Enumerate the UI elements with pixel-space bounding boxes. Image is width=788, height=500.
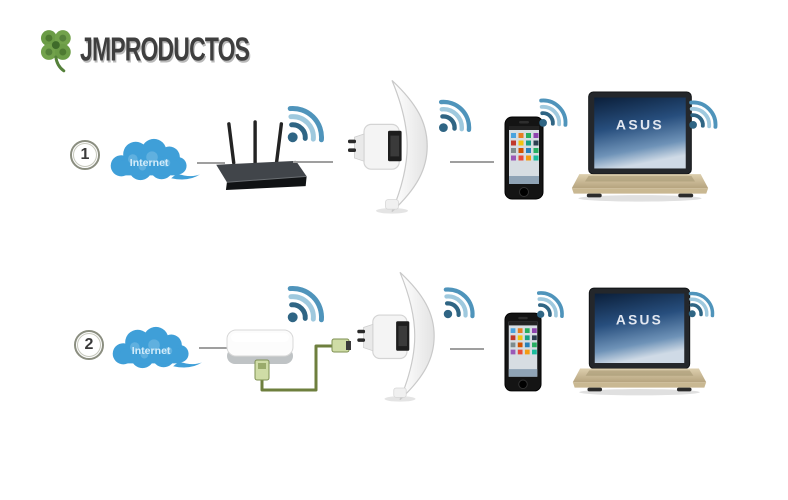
laptop-keyboard (585, 370, 694, 376)
wifi-icon (539, 98, 568, 127)
wifi-icon (688, 291, 715, 318)
wifi-icon (287, 106, 324, 143)
laptop-brand-logo: ASUS (616, 116, 664, 132)
phone-app-grid (510, 328, 537, 355)
laptop: ASUS (571, 91, 709, 202)
link-router-repeater (293, 161, 333, 163)
repeater-crescent (399, 271, 435, 401)
plug-pin (357, 329, 366, 334)
wifi-icon (689, 100, 718, 129)
wifi-repeater (357, 271, 435, 402)
phone-app-grid (511, 133, 539, 161)
step-number-1-label: 1 (73, 143, 97, 167)
modem (226, 329, 294, 364)
cloud-label-2: Internet (132, 345, 171, 357)
step-number-2: 2 (74, 330, 104, 360)
laptop-brand-logo: ASUS (616, 313, 663, 328)
step-number-2-label: 2 (77, 333, 101, 357)
laptop: ASUS (572, 287, 707, 396)
plug-pin (348, 139, 356, 144)
clover-icon (40, 30, 71, 73)
brand-logo: JMPRODUCTOS (36, 24, 286, 76)
wifi-icon (438, 99, 472, 133)
smartphone (504, 116, 544, 200)
home-button (519, 187, 529, 197)
link-cloud-modem (199, 347, 227, 349)
plug-pin (348, 148, 356, 152)
router-antenna (274, 122, 284, 165)
link-repeater-phone (450, 161, 494, 163)
repeater-crescent (391, 79, 428, 213)
wifi-icon (536, 291, 564, 319)
internet-cloud-2: Internet (112, 326, 202, 369)
wireless-router (216, 120, 307, 190)
wifi-repeater (348, 79, 428, 214)
wifi-icon (287, 286, 324, 323)
cloud-label-1: Internet (130, 157, 169, 169)
home-button (518, 379, 528, 390)
internet-cloud-1: Internet (110, 138, 200, 181)
link-repeater-phone-2 (450, 348, 484, 350)
link-cloud-router (197, 162, 225, 164)
ethernet-cable (254, 338, 351, 392)
brand-name: JMPRODUCTOS (79, 31, 250, 68)
laptop-keyboard (584, 175, 696, 182)
step-number-1: 1 (70, 140, 100, 170)
smartphone (504, 312, 542, 392)
wifi-icon (443, 287, 475, 319)
plug-pin (357, 338, 366, 342)
router-antenna (227, 122, 236, 165)
